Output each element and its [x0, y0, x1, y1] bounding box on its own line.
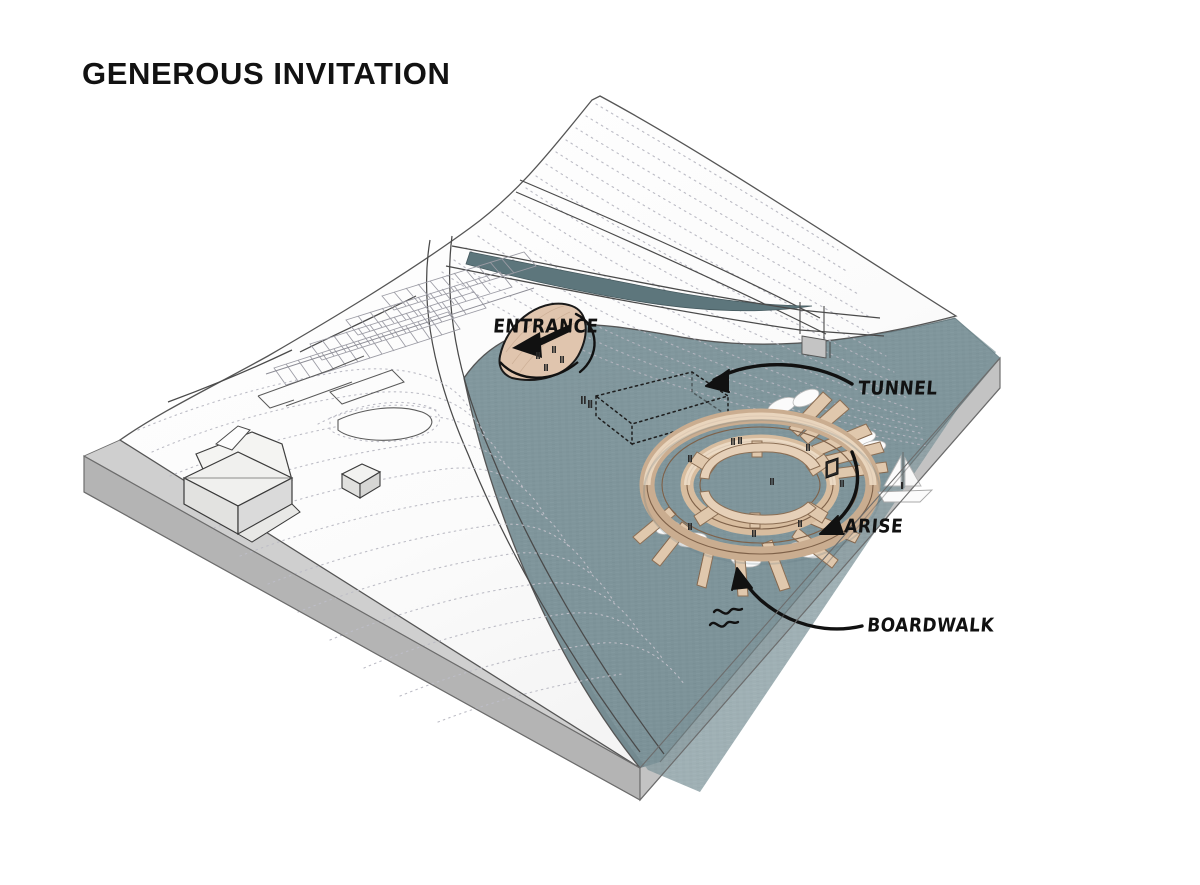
timber-piers — [632, 391, 889, 597]
hill-ridge-lines — [515, 179, 827, 335]
road-network — [167, 235, 885, 755]
annotation-label-arise: ARISE — [843, 515, 905, 539]
model-base-slab — [82, 356, 1001, 802]
hillside-contours — [441, 103, 929, 447]
ring-entry-portal — [825, 457, 839, 479]
page-title: GENEROUS INVITATION — [82, 56, 451, 91]
existing-buildings — [182, 355, 405, 543]
annotation-arrows — [574, 312, 864, 631]
annotation-label-boardwalk: BOARDWALK — [866, 614, 996, 638]
ground-contours — [137, 368, 685, 723]
inner-ramp-tail — [699, 442, 821, 525]
wave-symbol — [708, 607, 744, 628]
pond — [337, 407, 433, 441]
slab-edge-lines — [83, 357, 1001, 801]
annotation-label-entrance: ENTRANCE — [492, 315, 600, 339]
tunnel-arrow — [705, 362, 854, 393]
outer-ring — [639, 408, 881, 562]
moored-boats — [655, 388, 887, 568]
ring-boardwalk-structure — [639, 408, 881, 565]
inner-ring — [680, 434, 840, 536]
terrain-landform — [118, 95, 958, 769]
boardwalk-arrow — [731, 567, 864, 631]
shore-figures — [581, 396, 593, 408]
annotation-label-tunnel: TUNNEL — [857, 377, 939, 401]
bridge-abutment — [801, 335, 827, 359]
ring-figures — [688, 437, 844, 537]
ring-connectors — [689, 440, 832, 529]
tunnel-path-outline — [594, 371, 730, 446]
radial-piers-and-boats — [632, 388, 889, 597]
upper-inlet-water — [465, 251, 813, 312]
sailboat — [877, 452, 934, 503]
